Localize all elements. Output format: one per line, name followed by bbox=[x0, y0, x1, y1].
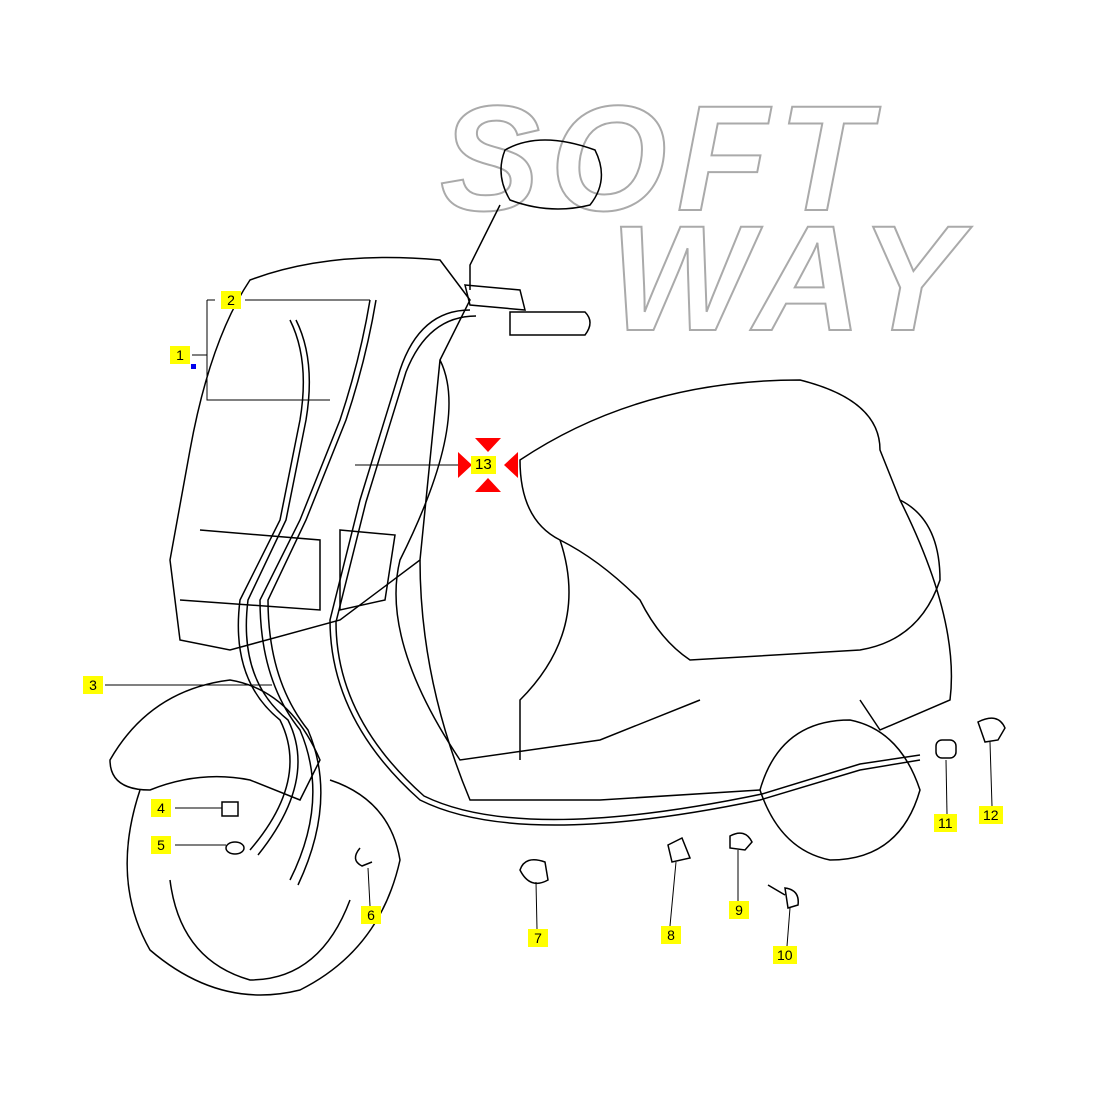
highlight-marker bbox=[458, 438, 518, 492]
selection-marker bbox=[191, 364, 196, 369]
logo-softway: SOFT WAY bbox=[439, 73, 972, 363]
part-label-6[interactable]: 6 bbox=[361, 906, 381, 924]
part-label-1[interactable]: 1 bbox=[170, 346, 190, 364]
part-label-5[interactable]: 5 bbox=[151, 836, 171, 854]
svg-text:SOFT: SOFT bbox=[440, 74, 881, 242]
svg-text:WAY: WAY bbox=[610, 194, 972, 362]
part-label-11[interactable]: 11 bbox=[934, 814, 957, 832]
part-label-12[interactable]: 12 bbox=[979, 806, 1003, 824]
leader-lines bbox=[105, 299, 993, 947]
scooter-outline bbox=[109, 139, 1006, 996]
part-label-9[interactable]: 9 bbox=[729, 901, 749, 919]
part-label-7[interactable]: 7 bbox=[528, 929, 548, 947]
part-label-3[interactable]: 3 bbox=[83, 676, 103, 694]
part-label-2[interactable]: 2 bbox=[221, 291, 241, 309]
part-label-10[interactable]: 10 bbox=[773, 946, 797, 964]
part-label-4[interactable]: 4 bbox=[151, 799, 171, 817]
part-label-13[interactable]: 13 bbox=[471, 456, 496, 474]
part-label-8[interactable]: 8 bbox=[661, 926, 681, 944]
